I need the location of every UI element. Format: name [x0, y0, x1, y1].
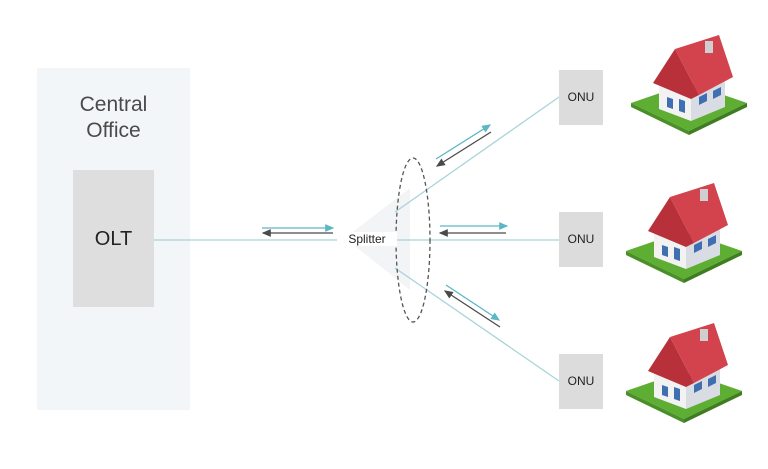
onu-label-2: ONU — [567, 232, 595, 246]
house-icon — [631, 35, 747, 135]
onu-label-1: ONU — [567, 90, 595, 104]
branch1-downstream-arrow — [435, 124, 492, 160]
splitter-label: Splitter — [337, 232, 397, 246]
branch3-upstream-arrow — [443, 290, 501, 328]
branch-fiber-1 — [394, 96, 560, 213]
central-office-label: Central Office — [79, 93, 148, 142]
olt-label: OLT — [94, 228, 133, 250]
splitter-ellipse — [395, 157, 431, 323]
olt-box — [73, 170, 154, 307]
onu-box-3: ONU — [559, 354, 603, 409]
branch3-downstream-arrow — [445, 284, 501, 321]
onu-box-2: ONU — [559, 212, 603, 267]
house-icon — [626, 323, 742, 423]
branch-fiber-3 — [394, 267, 560, 382]
house-icon — [626, 183, 742, 283]
onu-label-3: ONU — [567, 374, 595, 388]
branch1-upstream-arrow — [435, 131, 492, 167]
onu-box-1: ONU — [559, 70, 603, 125]
